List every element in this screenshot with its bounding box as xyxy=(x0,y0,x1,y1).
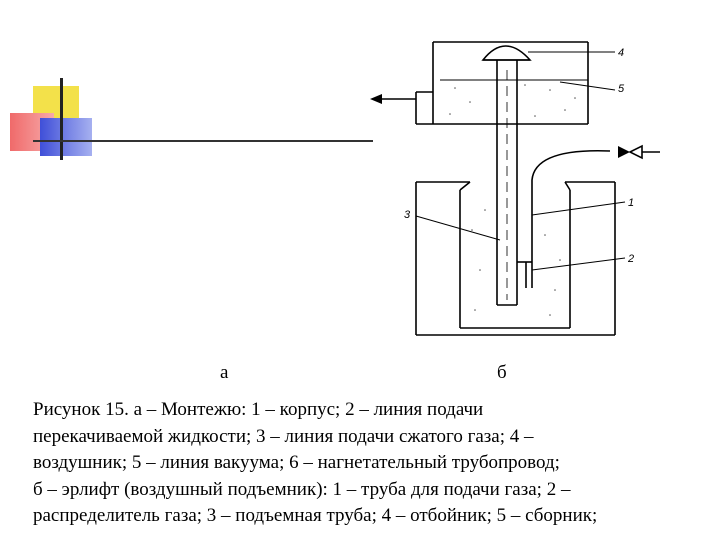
collector xyxy=(370,41,589,125)
decor-blue-square xyxy=(40,118,92,156)
caption-line: распределитель газа; 3 – подъемная труба… xyxy=(33,505,598,526)
airlift-diagram: 4 5 1 3 2 xyxy=(370,41,660,336)
callout-5: 5 xyxy=(618,83,625,95)
callout-2: 2 xyxy=(627,253,634,265)
decor-horizontal-line xyxy=(33,140,373,142)
caption-line: воздушник; 5 – линия вакуума; 6 – нагнет… xyxy=(33,452,560,473)
figure-label-b: б xyxy=(497,362,507,383)
deflector xyxy=(481,45,532,61)
figure-caption: Рисунок 15. а – Монтежю: 1 – корпус; 2 –… xyxy=(33,397,713,530)
caption-line: перекачиваемой жидкости; 3 – линия подач… xyxy=(33,425,534,447)
caption-line: Рисунок 15. а – Монтежю: 1 – корпус; 2 –… xyxy=(33,399,484,420)
callout-4: 4 xyxy=(618,47,624,59)
figure-label-a: а xyxy=(220,362,229,383)
lift-pipe xyxy=(496,60,518,306)
decor-vertical-line xyxy=(60,78,63,160)
air-supply-pipe xyxy=(531,149,611,262)
caption-line: б – эрлифт (воздушный подъемник): 1 – тр… xyxy=(33,478,571,500)
callout-3: 3 xyxy=(404,209,411,221)
callout-1: 1 xyxy=(628,197,634,209)
tank xyxy=(415,181,616,336)
